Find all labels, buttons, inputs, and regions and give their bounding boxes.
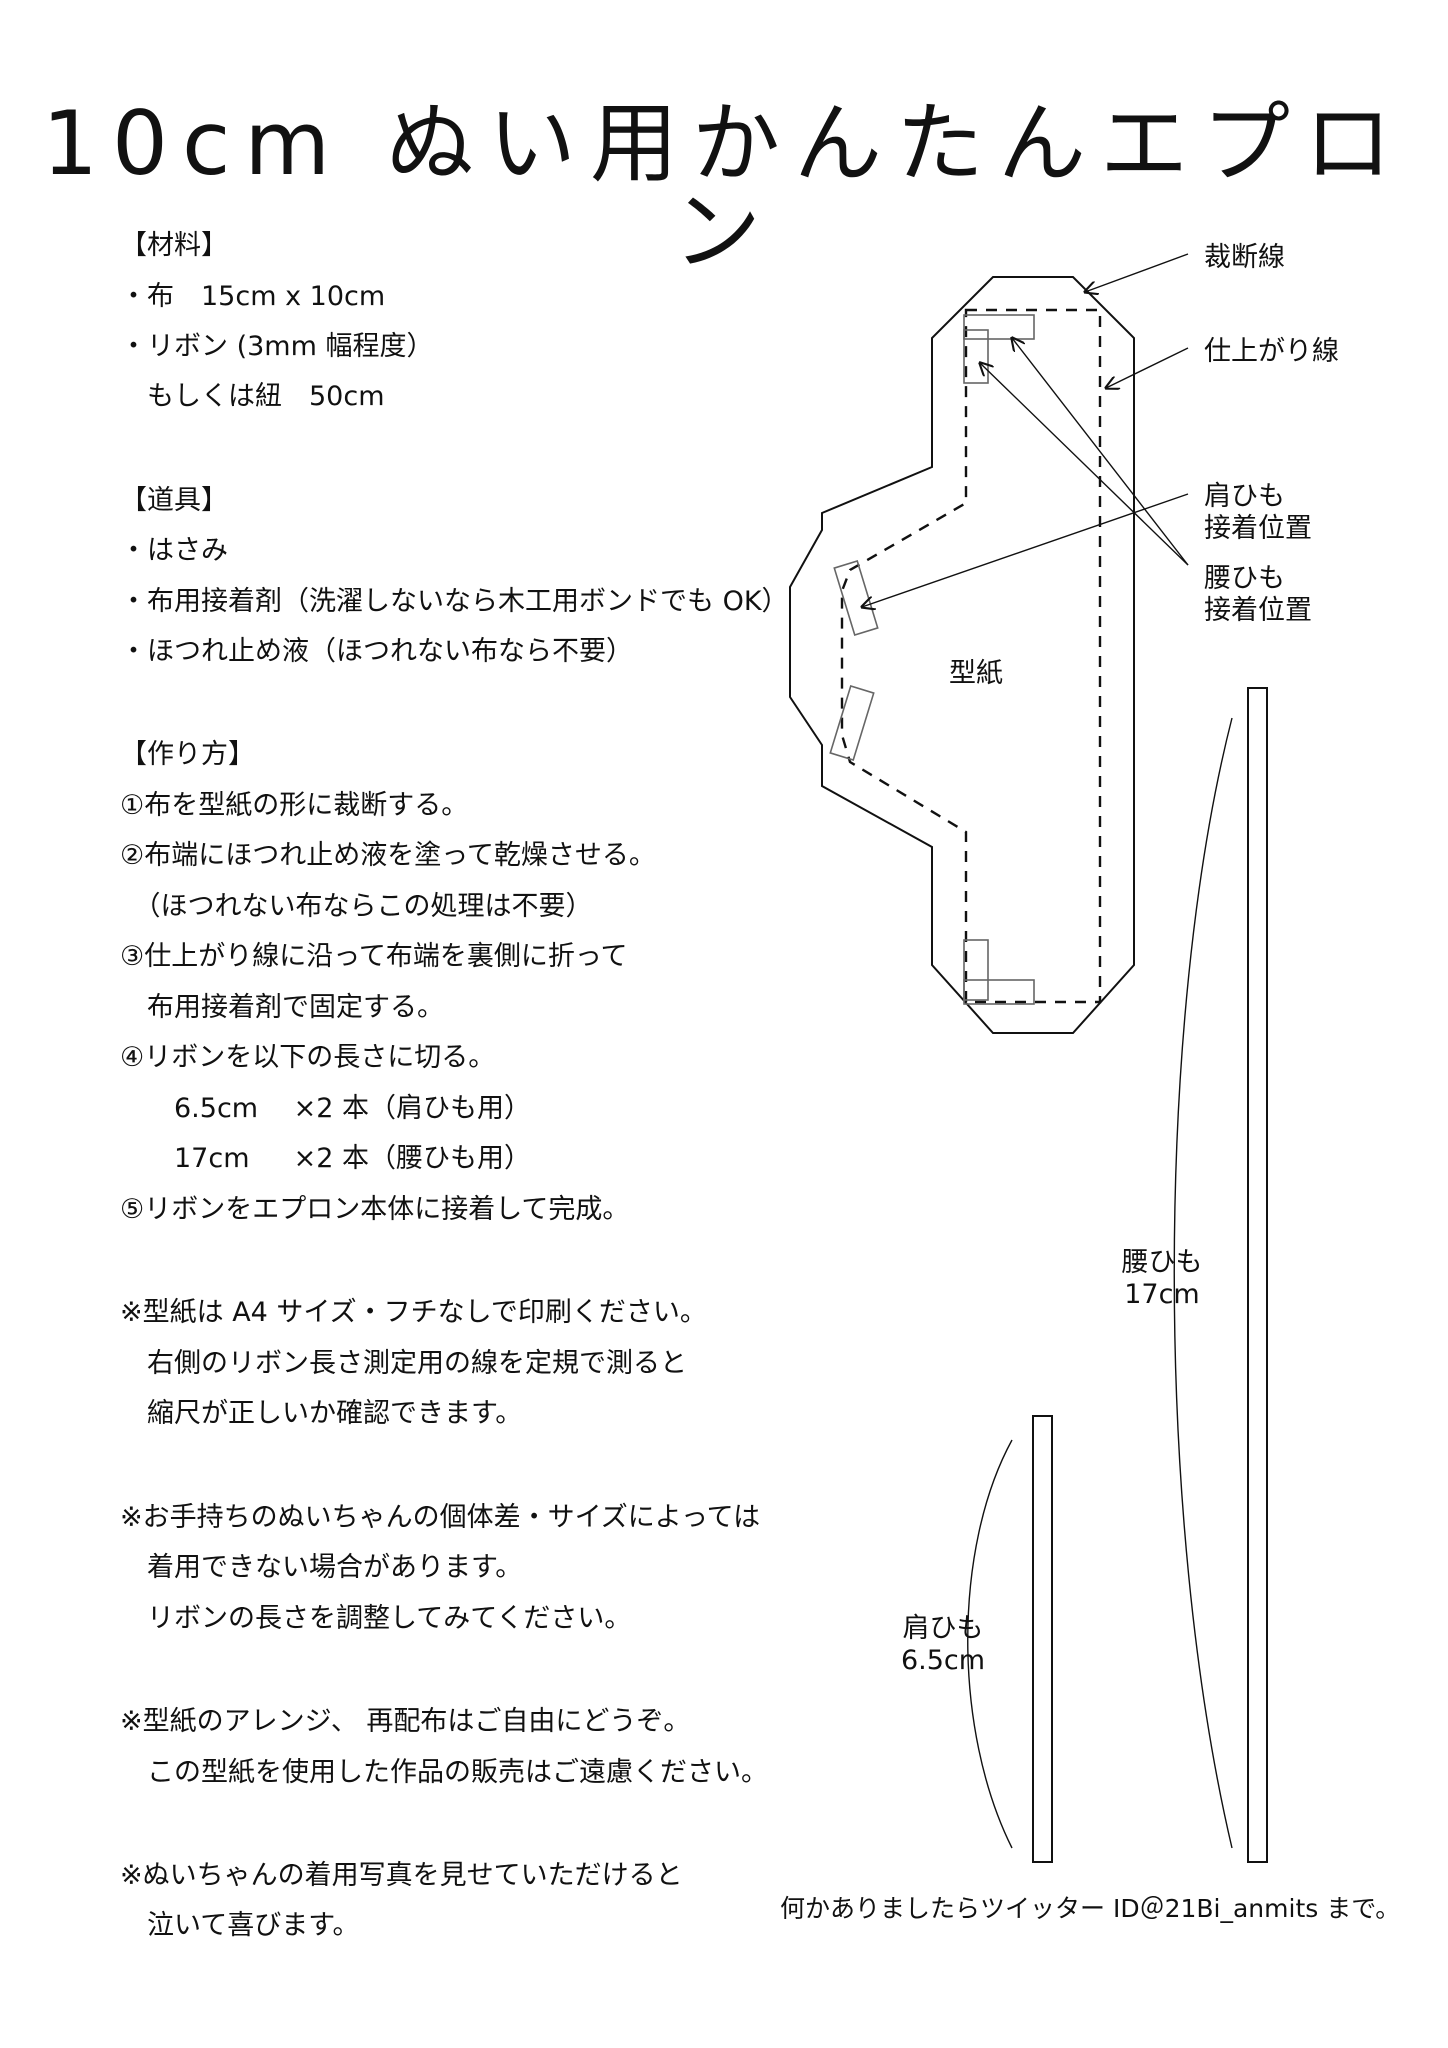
materials-item: もしくは紐 50cm <box>120 381 385 412</box>
waist-strap-tab <box>963 939 989 1001</box>
contact-info: 何かありましたらツイッター ID＠21Bi_anmits まで。 <box>780 1894 1401 1923</box>
waist-strap-measure-bar <box>1247 687 1268 1863</box>
finish-line-label: 仕上がり線 <box>1204 336 1339 367</box>
note-line: 縮尺が正しいか確認できます。 <box>120 1398 523 1429</box>
waist-attach-label: 腰ひも <box>1204 563 1285 594</box>
note-line: ※ぬいちゃんの着用写真を見せていただけると <box>120 1860 683 1891</box>
shoulder-strap-tab <box>963 979 1035 1005</box>
note-line: 泣いて喜びます。 <box>120 1910 360 1941</box>
pattern-label: 型紙 <box>949 658 1003 689</box>
materials-heading: 【材料】 <box>120 230 228 261</box>
tools-heading: 【道具】 <box>120 485 228 516</box>
note-line: リボンの長さを調整してみてください。 <box>120 1603 632 1634</box>
waist-strap-brace <box>1173 717 1233 1849</box>
materials-item: ・布 15cm x 10cm <box>120 281 386 312</box>
finish-line-leader <box>1106 347 1189 388</box>
shoulder-attach-label: 肩ひも <box>1204 481 1285 512</box>
waist-strap-length: 17cm <box>1124 1279 1200 1310</box>
waist-strap-tab <box>963 329 989 384</box>
shoulder-strap-brace <box>967 1439 1013 1849</box>
step-item: 17cm ×2 本（腰ひも用） <box>120 1143 532 1174</box>
note-line: ※型紙は A4 サイズ・フチなしで印刷ください。 <box>120 1297 707 1328</box>
step-item: 6.5cm ×2 本（肩ひも用） <box>120 1093 532 1124</box>
step-item: ⑤リボンをエプロン本体に接着して完成。 <box>120 1194 630 1225</box>
waist-attach-label: 接着位置 <box>1204 595 1312 626</box>
shoulder-strap-tab <box>833 560 879 636</box>
shoulder-strap-label: 肩ひも <box>902 1613 984 1644</box>
waist-strap-label: 腰ひも <box>1121 1247 1203 1278</box>
step-item: ③仕上がり線に沿って布端を裏側に折って <box>120 941 628 972</box>
tools-item: ・ほつれ止め液（ほつれない布なら不要） <box>120 636 633 667</box>
note-line: 着用できない場合があります。 <box>120 1552 523 1583</box>
note-line: 右側のリボン長さ測定用の線を定規で測ると <box>120 1348 687 1379</box>
step-item: 布用接着剤で固定する。 <box>120 992 444 1023</box>
tools-item: ・はさみ <box>120 535 228 566</box>
step-item: ④リボンを以下の長さに切る。 <box>120 1042 496 1073</box>
steps-heading: 【作り方】 <box>120 739 255 770</box>
shoulder-strap-tab <box>963 314 1035 340</box>
step-item: （ほつれない布ならこの処理は不要） <box>120 891 593 922</box>
finish-line-outline <box>840 308 1102 1004</box>
cut-line-outline <box>789 276 1135 1034</box>
step-item: ②布端にほつれ止め液を塗って乾燥させる。 <box>120 840 656 871</box>
shoulder-attach-leader <box>862 493 1189 607</box>
waist-attach-leader <box>1012 338 1189 566</box>
note-line: ※型紙のアレンジ、 再配布はご自由にどうぞ。 <box>120 1706 691 1737</box>
tools-item: ・布用接着剤（洗濯しないなら木工用ボンドでも OK） <box>120 586 789 617</box>
shoulder-attach-label: 接着位置 <box>1204 513 1312 544</box>
shoulder-strap-length: 6.5cm <box>900 1645 986 1676</box>
waist-attach-leader <box>980 363 1189 566</box>
cut-line-label: 裁断線 <box>1204 242 1285 273</box>
shoulder-strap-measure-bar <box>1032 1415 1053 1863</box>
shoulder-strap-tab <box>829 685 875 761</box>
note-line: この型紙を使用した作品の販売はご遠慮ください。 <box>120 1757 768 1788</box>
cut-line-leader <box>1085 253 1189 292</box>
page-title: 10cm ぬい用かんたんエプロン <box>41 92 1407 283</box>
note-line: ※お手持ちのぬいちゃんの個体差・サイズによっては <box>120 1502 761 1533</box>
materials-item: ・リボン (3mm 幅程度） <box>120 331 434 362</box>
step-item: ①布を型紙の形に裁断する。 <box>120 790 469 821</box>
